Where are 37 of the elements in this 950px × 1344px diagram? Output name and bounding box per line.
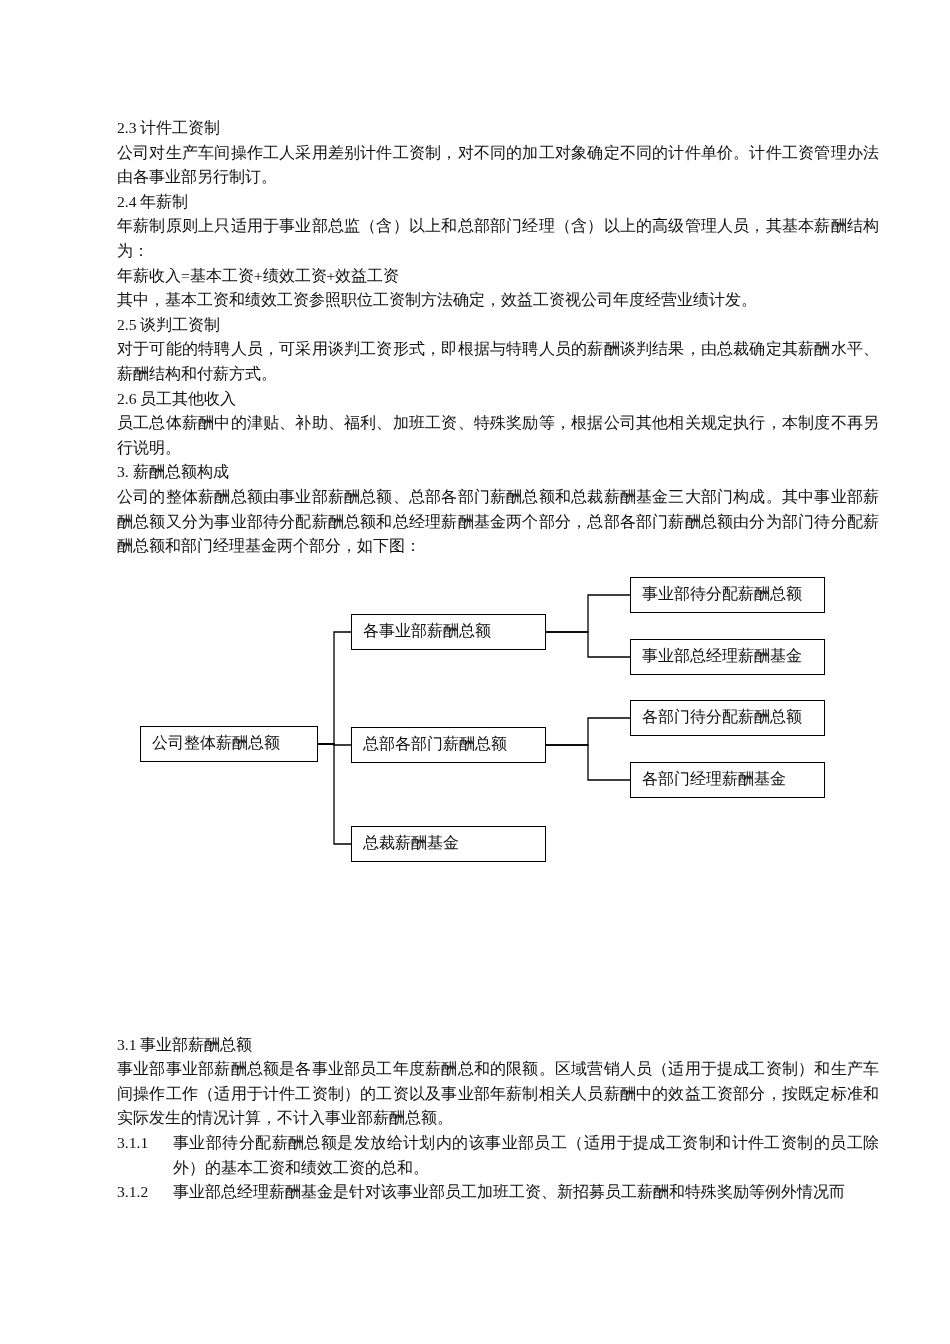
section-heading: 2.3 计件工资制 [117, 118, 222, 138]
box-label: 总部各部门薪酬总额 [363, 734, 507, 755]
section-heading: 2.5 谈判工资制 [117, 314, 222, 335]
section-heading: 3. 薪酬总额构成 [117, 462, 230, 483]
box-label: 各部门经理薪酬基金 [642, 769, 786, 790]
text-box [630, 576, 825, 613]
box-label: 事业部待分配薪酬总额 [642, 584, 802, 605]
box-label: 事业部总经理薪酬基金 [642, 646, 802, 667]
text-box [140, 725, 318, 762]
formula: 年薪收入=基本工资+绩效工资+效益工资 [117, 265, 401, 286]
paragraph: 公司的整体薪酬总额由事业部薪酬总额、总部各部门薪酬总额和总裁薪酬基金三大部门构成。其中事业部薪酬总额又分为事业部待分配薪酬总额和总经理薪酬基金两个部分，总部各部门薪酬总额由分为部门待分配薪酬总额和部门经理基金两个部分，如下图： [117, 486, 879, 557]
text-box [630, 699, 825, 736]
paragraph: 其中，基本工资和绩效工资参照职位工资制方法确定，效益工资视公司年度经营业绩计发。 [117, 290, 758, 311]
paragraph: 年薪制原则上只适用于事业部总监（含）以上和总部部门经理（含）以上的高级管理人员，其基本薪酬结构为： [117, 216, 879, 261]
paragraph: 公司对生产车间操作工人采用差别计件工资制，对不同的加工对象确定不同的计件单价。计件工资管理办法由各事业部另行制订。 [117, 142, 879, 188]
text-box [351, 825, 546, 862]
paragraph: 事业部事业部薪酬总额是各事业部员工年度薪酬总和的限额。区域营销人员（适用于提成工资制）和生产车间操作工作（适用于计件工资制）的工资以及事业部年薪制相关人员薪酬中的效益工资部分，按既定标准和实际发生的情况计算，不计入事业部薪酬总额。 [117, 1059, 879, 1129]
box-label: 各部门待分配薪酬总额 [642, 707, 802, 728]
text-box [630, 761, 825, 798]
paragraph: 对于可能的特聘人员，可采用谈判工资形式，即根据与特聘人员的薪酬谈判结果，由总裁确定其薪酬水平、薪酬结构和付薪方式。 [117, 339, 879, 384]
item-number: 3.1.1 [117, 1133, 150, 1154]
item-number: 3.1.2 [117, 1182, 150, 1203]
text-box [630, 638, 825, 675]
connector-line [317, 743, 352, 845]
connector-line [545, 744, 631, 781]
connector-line [545, 631, 631, 658]
item-text: 事业部总经理薪酬基金是针对该事业部员工加班工资、新招募员工薪酬和特殊奖励等例外情况而 [173, 1182, 846, 1203]
box-label: 公司整体薪酬总额 [152, 733, 280, 754]
item-text: 事业部待分配薪酬总额是发放给计划内的该事业部员工（适用于提成工资制和计件工资制的员工除外）的基本工资和绩效工资的总和。 [173, 1133, 879, 1178]
paragraph: 员工总体薪酬中的津贴、补助、福利、加班工资、特殊奖励等，根据公司其他相关规定执行，本制度不再另行说明。 [117, 413, 879, 458]
box-label: 总裁薪酬基金 [363, 833, 459, 854]
box-label: 各事业部薪酬总额 [363, 621, 491, 642]
section-heading: 2.4 年薪制 [117, 191, 190, 212]
section-heading: 3.1 事业部薪酬总额 [117, 1034, 254, 1055]
text-box [351, 726, 546, 763]
text-box [351, 613, 546, 650]
section-heading: 2.6 员工其他收入 [117, 388, 238, 409]
